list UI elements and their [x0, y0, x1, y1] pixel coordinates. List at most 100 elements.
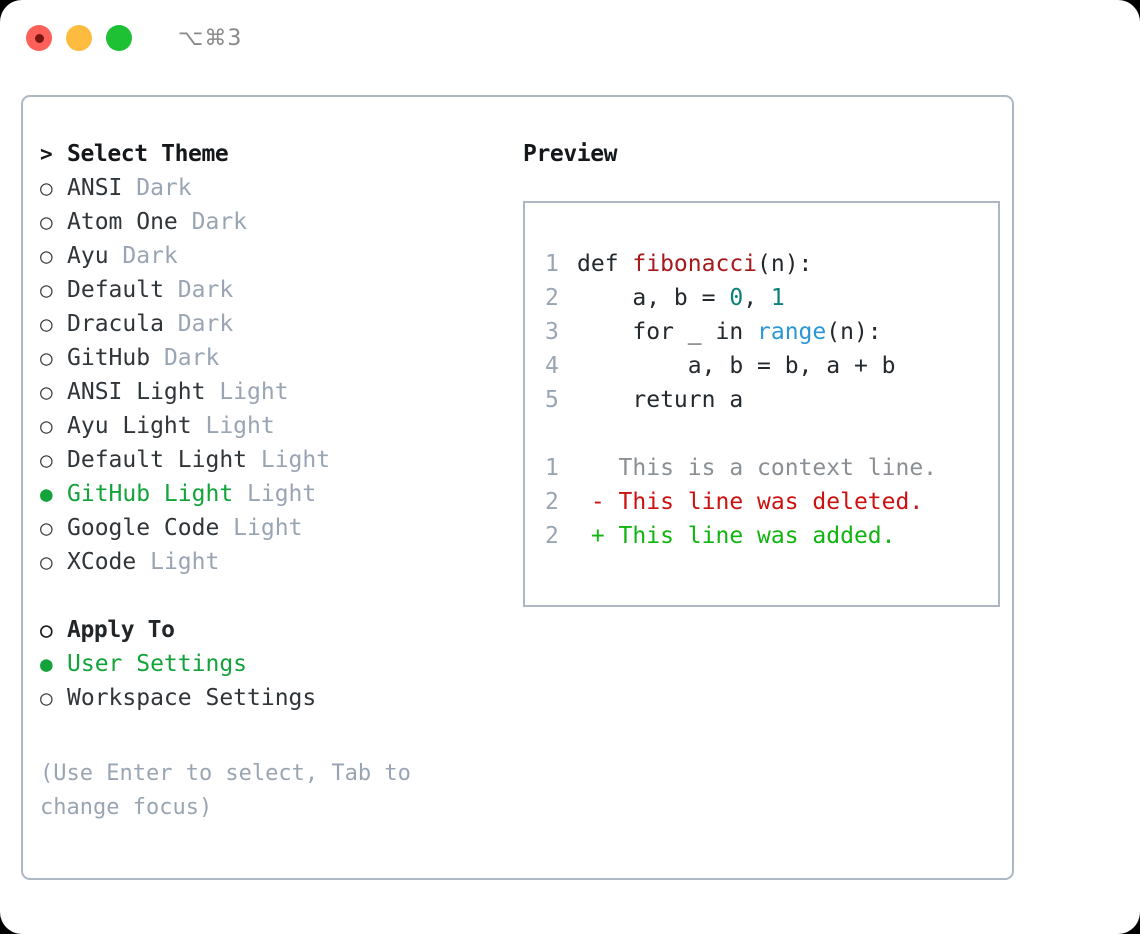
radio-selected-icon: ●: [40, 482, 53, 506]
diff-text: This line was added.: [618, 523, 896, 549]
radio-unselected-icon: ○: [40, 686, 53, 710]
diff-line: 2 - This line was deleted.: [545, 489, 998, 523]
theme-list-item[interactable]: ○ Default Light Light: [40, 447, 500, 481]
theme-list-item[interactable]: ○Atom One Dark: [40, 209, 500, 243]
theme-name: GitHub Light: [67, 481, 234, 507]
apply-to-heading-label: Apply To: [67, 617, 175, 643]
preview-heading: Preview: [523, 141, 618, 167]
theme-kind-badge: Dark: [177, 209, 248, 235]
theme-list-item[interactable]: ○Google Code Light: [40, 515, 500, 549]
theme-kind-badge: Light: [205, 379, 289, 405]
close-icon: [34, 33, 44, 43]
radio-unselected-icon: ○: [40, 210, 53, 234]
preview-gap: [545, 421, 998, 455]
radio-unselected-icon: ○: [40, 278, 53, 302]
radio-unselected-icon: ○: [40, 176, 53, 200]
code-token: range: [757, 319, 827, 345]
line-number: 5: [545, 387, 559, 413]
code-line: 2 a, b = 0, 1: [545, 285, 998, 319]
theme-kind-badge: Light: [136, 549, 220, 575]
code-line: 3 for _ in range(n):: [545, 319, 998, 353]
apply-to-list: ●User Settings○ Workspace Settings: [40, 651, 500, 719]
prompt-caret-icon: >: [40, 142, 53, 166]
code-token: 0: [729, 285, 744, 311]
minimize-button[interactable]: [66, 25, 92, 51]
main-panel: > Select Theme ○ANSI Dark○Atom One Dark○…: [21, 95, 1014, 880]
radio-unselected-icon: ○: [40, 448, 53, 472]
radio-unselected-icon: ○: [40, 312, 53, 336]
title-bar: ⌥⌘3: [0, 0, 1140, 76]
apply-to-item[interactable]: ○ Workspace Settings: [40, 685, 500, 719]
diff-sign: -: [577, 489, 619, 515]
code-token: ,: [743, 285, 771, 311]
code-token: a, b =: [577, 285, 730, 311]
code-token: fibonacci: [632, 251, 758, 277]
diff-preview: 1 This is a context line.2 - This line w…: [545, 455, 998, 557]
maximize-button[interactable]: [106, 25, 132, 51]
theme-name: Dracula: [67, 311, 164, 337]
theme-kind-badge: Light: [233, 481, 317, 507]
theme-list-item[interactable]: ○ ANSI Dark: [40, 175, 500, 209]
line-number: 2: [545, 285, 559, 311]
code-token: def: [577, 251, 633, 277]
diff-sign: +: [577, 523, 619, 549]
radio-unselected-icon: ○: [40, 380, 53, 404]
code-token: 1: [770, 285, 785, 311]
theme-kind-badge: Dark: [122, 175, 192, 201]
diff-text: This is a context line.: [618, 455, 938, 481]
theme-name: Default Light: [67, 447, 248, 473]
theme-list-item[interactable]: ○Ayu Light Light: [40, 413, 500, 447]
close-button[interactable]: [26, 25, 52, 51]
theme-list-item[interactable]: ○ Ayu Dark: [40, 243, 500, 277]
theme-list-item[interactable]: ○XCode Light: [40, 549, 500, 583]
theme-name: ANSI Light: [67, 379, 206, 405]
line-number: 2: [545, 489, 559, 515]
line-number: 4: [545, 353, 559, 379]
line-number: 1: [545, 455, 559, 481]
radio-unselected-icon: ○: [40, 346, 53, 370]
theme-name: ANSI: [67, 175, 123, 201]
diff-sign: [577, 455, 619, 481]
theme-name: GitHub: [67, 345, 151, 371]
apply-to-spacer-icon: ○: [40, 618, 53, 642]
theme-kind-badge: Dark: [163, 277, 234, 303]
theme-kind-badge: Light: [219, 515, 303, 541]
line-number: 2: [545, 523, 559, 549]
theme-kind-badge: Dark: [108, 243, 178, 269]
theme-selector-column: > Select Theme ○ANSI Dark○Atom One Dark○…: [40, 141, 500, 825]
theme-name: Default: [67, 277, 164, 303]
apply-to-heading: ○ Apply To: [40, 617, 500, 651]
theme-list-item[interactable]: ○ GitHub Dark: [40, 345, 500, 379]
theme-list: ○ANSI Dark○Atom One Dark○Ayu Dark○Defaul…: [40, 175, 500, 583]
theme-list-item[interactable]: ○ Default Dark: [40, 277, 500, 311]
apply-to-label: User Settings: [67, 651, 248, 677]
diff-line: 2 + This line was added.: [545, 523, 998, 557]
code-token: for _ in: [577, 319, 758, 345]
theme-kind-badge: Light: [191, 413, 275, 439]
theme-kind-badge: Light: [247, 447, 331, 473]
theme-list-item[interactable]: ○ ANSI Light Light: [40, 379, 500, 413]
diff-line: 1 This is a context line.: [545, 455, 998, 489]
theme-name: XCode: [67, 549, 137, 575]
theme-kind-badge: Dark: [150, 345, 220, 371]
diff-text: This line was deleted.: [618, 489, 924, 515]
theme-list-item[interactable]: ○ Dracula Dark: [40, 311, 500, 345]
theme-name: Ayu: [67, 243, 109, 269]
theme-name: Ayu Light: [67, 413, 192, 439]
code-line: 4 a, b = b, a + b: [545, 353, 998, 387]
theme-list-item[interactable]: ● GitHub Light Light: [40, 481, 500, 515]
apply-to-item[interactable]: ●User Settings: [40, 651, 500, 685]
window-shortcut-label: ⌥⌘3: [178, 25, 243, 51]
keyboard-hint: (Use Enter to select, Tab to change focu…: [40, 761, 411, 820]
code-token: return a: [577, 387, 744, 413]
radio-unselected-icon: ○: [40, 244, 53, 268]
radio-unselected-icon: ○: [40, 516, 53, 540]
theme-kind-badge: Dark: [163, 311, 234, 337]
apply-to-label: Workspace Settings: [67, 685, 317, 711]
select-theme-heading-label: Select Theme: [67, 141, 229, 167]
